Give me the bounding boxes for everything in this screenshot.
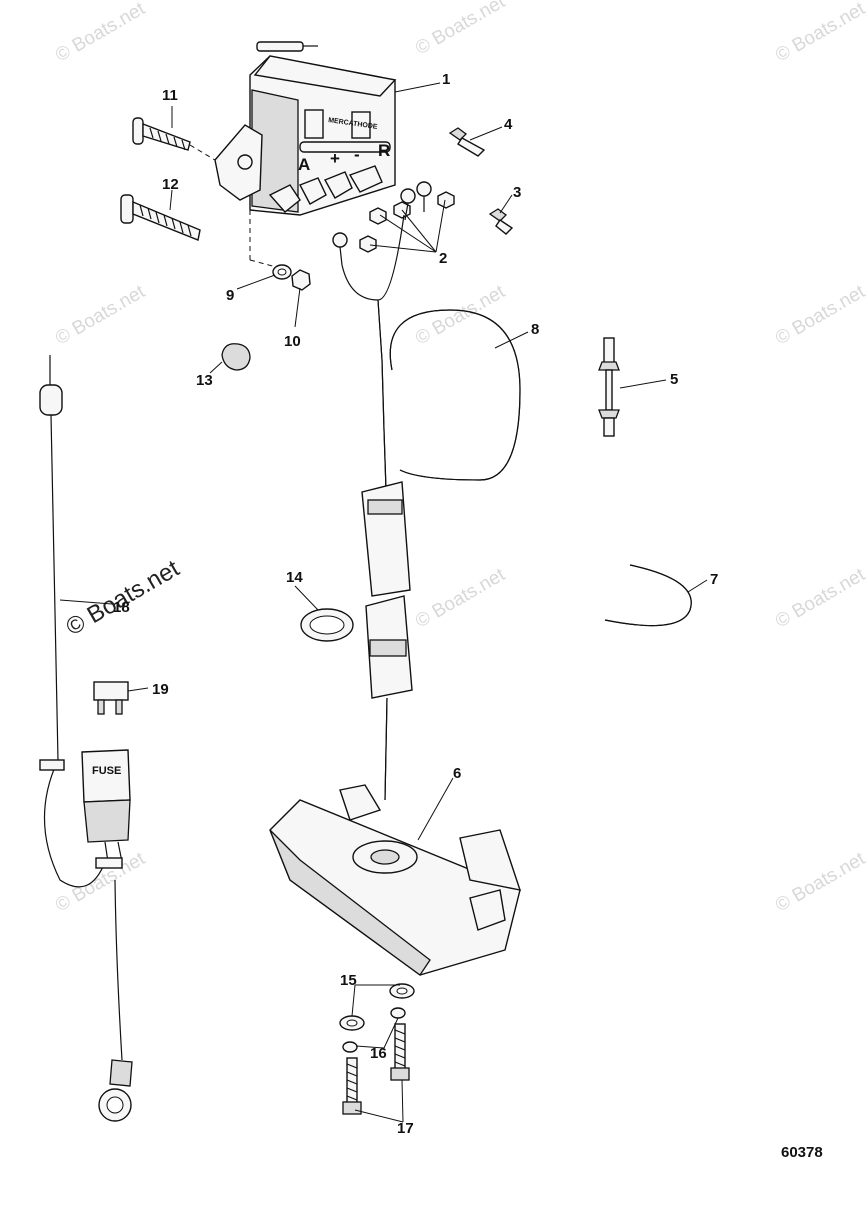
callout-8: 8 bbox=[531, 321, 539, 338]
callout-13: 13 bbox=[196, 372, 213, 389]
grommet-14 bbox=[300, 608, 354, 642]
watermark: © Boats.net bbox=[772, 0, 867, 66]
callout-15: 15 bbox=[340, 972, 357, 989]
watermark: © Boats.net bbox=[412, 281, 509, 349]
watermark: © Boats.net bbox=[772, 564, 867, 632]
watermark-dark: © Boats.net bbox=[62, 555, 185, 641]
watermark: © Boats.net bbox=[412, 0, 509, 59]
fused-harness-18: FUSE bbox=[39, 355, 133, 1122]
callout-16: 16 bbox=[370, 1045, 387, 1062]
callout-17: 17 bbox=[397, 1120, 414, 1137]
screws-11-12 bbox=[120, 117, 216, 241]
callout-9: 9 bbox=[226, 287, 234, 304]
unit-plus: + bbox=[330, 149, 340, 168]
watermark: © Boats.net bbox=[412, 564, 509, 632]
clip-7 bbox=[604, 564, 692, 627]
leader-lines bbox=[59, 82, 708, 1123]
callout-7: 7 bbox=[710, 571, 718, 588]
nuts-and-terminals-2 bbox=[332, 181, 455, 266]
watermark: © Boats.net bbox=[52, 281, 149, 349]
callout-18: 18 bbox=[113, 599, 130, 616]
small-screws-3-4 bbox=[448, 127, 514, 235]
fuse-label: FUSE bbox=[92, 765, 121, 777]
callouts: 1 2 3 4 5 6 7 8 9 10 11 12 13 14 15 16 1… bbox=[113, 71, 823, 1161]
unit-minus: - bbox=[354, 145, 360, 164]
transducer-housing-6 bbox=[269, 784, 522, 976]
hardware-15-16-17 bbox=[339, 983, 415, 1115]
callout-3: 3 bbox=[513, 184, 521, 201]
callout-5: 5 bbox=[670, 371, 678, 388]
transducer-cable-8 bbox=[341, 214, 521, 801]
callout-4: 4 bbox=[504, 116, 513, 133]
callout-2: 2 bbox=[439, 250, 447, 267]
unit-letter-a: A bbox=[298, 155, 310, 174]
stud-5 bbox=[598, 337, 620, 437]
callout-10: 10 bbox=[284, 333, 301, 350]
callout-19: 19 bbox=[152, 681, 169, 698]
fuse-19 bbox=[93, 681, 129, 715]
watermark: © Boats.net bbox=[52, 0, 149, 66]
callout-11: 11 bbox=[162, 87, 178, 104]
callout-1: 1 bbox=[442, 71, 450, 88]
callout-14: 14 bbox=[286, 569, 303, 586]
figure-number: 60378 bbox=[781, 1144, 823, 1161]
watermark: © Boats.net bbox=[772, 848, 867, 916]
callout-12: 12 bbox=[162, 176, 179, 193]
controller-module: MERCATHODE A + - R bbox=[214, 41, 397, 269]
washer-nut-cap bbox=[221, 264, 311, 371]
unit-letter-r: R bbox=[378, 141, 390, 160]
watermark: © Boats.net bbox=[772, 281, 867, 349]
callout-6: 6 bbox=[453, 765, 461, 782]
